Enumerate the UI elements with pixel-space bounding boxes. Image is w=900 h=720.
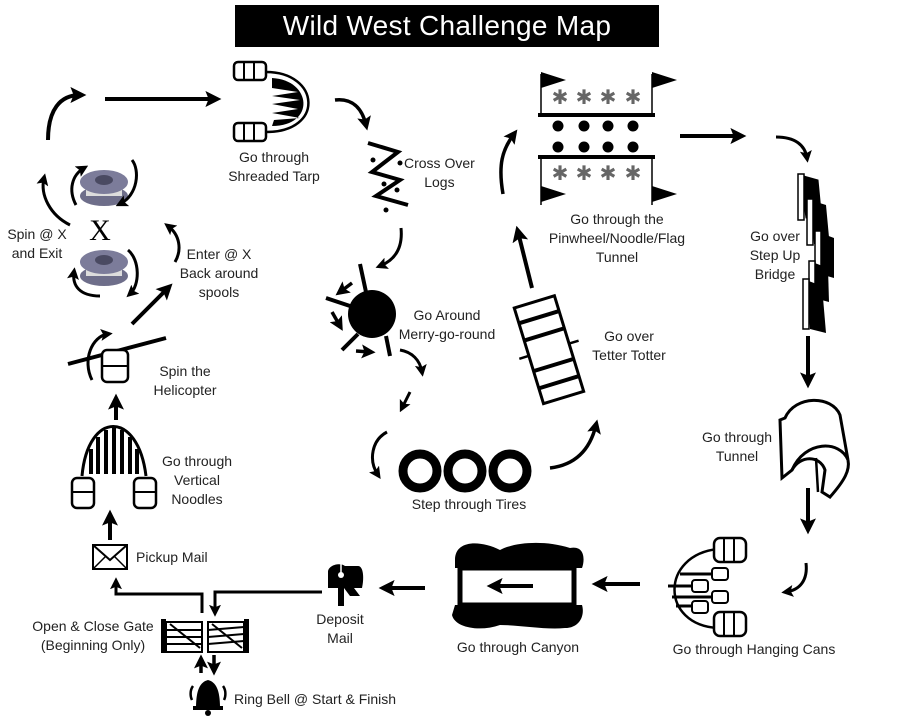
svg-text:✱: ✱: [576, 87, 593, 109]
station-label-tires: Step through Tires: [411, 496, 527, 512]
merry-go-round-icon: [325, 263, 396, 359]
curved-arrow: [334, 98, 371, 131]
arrow: [512, 225, 534, 289]
svg-text:✱: ✱: [600, 163, 617, 185]
hanging-cans-icon: [668, 536, 748, 638]
station-label-hanging-cans: Go through Hanging Cans: [672, 641, 836, 657]
curved-arrow: [399, 348, 427, 377]
station-label-bell: Ring Bell @ Start & Finish: [234, 691, 397, 707]
curved-arrow: [375, 227, 403, 269]
map-title: Wild West Challenge Map: [235, 5, 659, 47]
step-up-bridge-icon: [797, 173, 834, 333]
path-line: [209, 590, 322, 617]
curved-arrow: [115, 159, 138, 207]
curved-arrow: [36, 173, 71, 227]
station-label-gate: Open & Close Gate(Beginning Only): [32, 618, 154, 653]
svg-text:✱: ✱: [552, 163, 569, 185]
curved-arrow: [46, 87, 87, 141]
curved-arrow: [499, 129, 518, 195]
curved-arrow: [781, 562, 808, 597]
svg-text:✱: ✱: [625, 87, 642, 109]
gate-icon: [161, 619, 249, 653]
tetter-totter-icon: [512, 293, 586, 406]
logs-icon: [367, 141, 409, 213]
mailbox-icon: [328, 563, 364, 606]
curved-arrow: [369, 430, 388, 479]
vertical-noodles-icon: [70, 425, 158, 510]
envelope-icon: [92, 544, 128, 570]
arrow: [130, 283, 173, 326]
canyon-icon: [452, 542, 584, 629]
svg-text:✱: ✱: [576, 163, 593, 185]
arrow: [399, 391, 412, 413]
curved-arrow: [126, 248, 140, 298]
spool-marker: X: [89, 214, 111, 247]
svg-text:✱: ✱: [625, 163, 642, 185]
path-line: [110, 577, 204, 613]
svg-text:✱: ✱: [552, 87, 569, 109]
station-label-canyon: Go through Canyon: [456, 639, 580, 655]
tunnel-icon: [778, 398, 850, 499]
spool-icon: [80, 170, 128, 206]
bell-icon: [189, 680, 227, 716]
curved-arrow: [164, 223, 181, 263]
tires-icon: [398, 449, 532, 493]
spool-icon: [80, 250, 128, 286]
curved-arrow: [67, 267, 101, 298]
shredded-tarp-icon: [232, 60, 310, 143]
station-label-pickup-mail: Pickup Mail: [136, 549, 208, 565]
curved-arrow: [775, 135, 812, 163]
curved-arrow: [549, 419, 601, 470]
helicopter-icon: [67, 328, 167, 384]
svg-text:✱: ✱: [600, 87, 617, 109]
pinwheel-tunnel-icon: ✱ ✱ ✱ ✱ ✱ ✱ ✱ ✱: [538, 72, 677, 205]
curved-arrow: [70, 165, 89, 206]
